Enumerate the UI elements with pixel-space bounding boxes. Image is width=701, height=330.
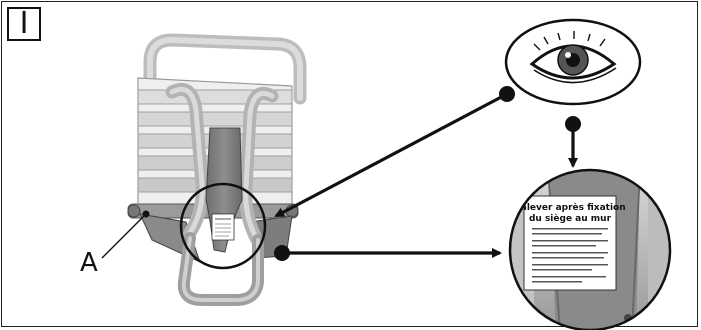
- sheet-fine-print: [532, 228, 608, 283]
- strap-label-small: [211, 213, 235, 241]
- shower-seat: [127, 33, 307, 306]
- focus-circle: [179, 182, 267, 270]
- panel-label: I: [7, 7, 41, 41]
- arrow-eye-to-label: [274, 92, 508, 218]
- callout-arrows: [274, 86, 581, 261]
- part-a-label: A: [80, 248, 98, 278]
- sheet-heading-line2: du siège au mur: [529, 213, 612, 224]
- part-a-leader: [101, 213, 147, 259]
- eye-callout: [504, 18, 642, 106]
- sheet-heading-line1: enlever après fixation: [514, 202, 625, 213]
- removal-instruction-sheet: enlever après fixation du siège au mur: [514, 195, 626, 291]
- zoom-callout-circle: [508, 168, 672, 330]
- zoom-callout: enlever après fixation du siège au mur: [508, 168, 672, 330]
- panel-label-text: I: [19, 6, 29, 41]
- eye-icon: [529, 31, 617, 84]
